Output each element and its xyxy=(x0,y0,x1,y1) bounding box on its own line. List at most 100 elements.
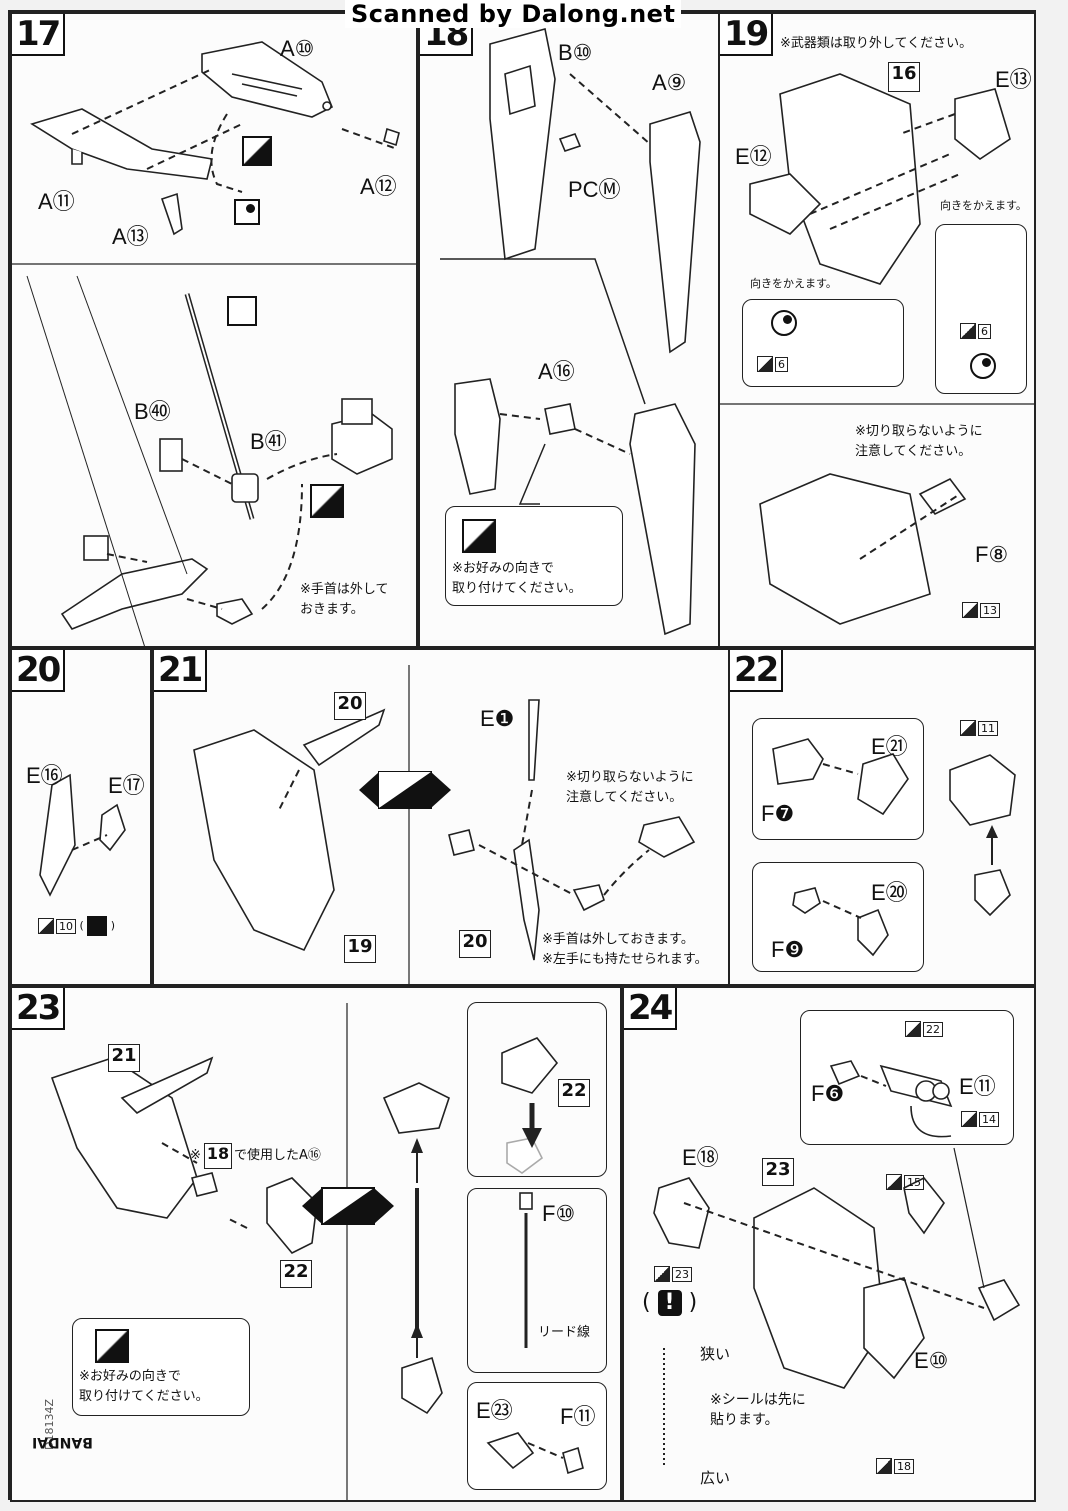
part-label-f6: F❻ xyxy=(811,1081,845,1106)
lead-wire-label: リード線 xyxy=(538,1325,591,1340)
sticker-ref: 23 xyxy=(654,1266,692,1282)
orientation-dot-icon xyxy=(234,199,260,225)
step-ref-23: 23 xyxy=(762,1158,794,1186)
step-19-drawing xyxy=(720,73,1034,625)
inset-bottom: E⑳ F❾ xyxy=(752,862,924,972)
part-label-e18: E⑱ xyxy=(682,1145,719,1170)
step-number: 23 xyxy=(12,988,66,1030)
orientation-note-bubble: ※お好みの向きで 取り付けてください。 xyxy=(72,1318,250,1416)
sticker-ref: 6 xyxy=(960,323,991,339)
step-23-note-b: ※お好みの向きで 取り付けてください。 xyxy=(79,1369,209,1404)
part-label-a9: A⑨ xyxy=(652,70,687,95)
step-21-panel: 21 20 19 20 E❶ xyxy=(152,648,730,986)
part-label-a11: A⑪ xyxy=(38,189,75,214)
step-ref-21: 21 xyxy=(108,1044,140,1072)
step-ref-20: 20 xyxy=(334,692,366,720)
step-23-drawing xyxy=(50,1003,559,1500)
part-label-b41: B㊶ xyxy=(250,429,287,454)
part-label-e11: E⑪ xyxy=(959,1074,996,1099)
step-19-note-top: ※武器類は取り外してください。 xyxy=(780,36,973,51)
part-label-e13: E⑬ xyxy=(995,67,1032,92)
part-label-b10: B⑩ xyxy=(558,40,593,65)
wide-label: 広い xyxy=(700,1469,731,1487)
step-20-panel: 20 E⑯ E⑰ 10 ( ) xyxy=(10,648,152,986)
part-label-a16: A⑯ xyxy=(538,359,575,384)
step-24-drawing xyxy=(653,1147,1021,1468)
inset-mid: F⑩ リード線 xyxy=(467,1188,607,1373)
part-label-a10: A⑩ xyxy=(280,36,315,61)
cut-icon xyxy=(95,1329,129,1363)
step-18-panel: 18 B⑩ A⑨ PCⓂ A⑯ ※お好みの向きで 取り付けてください。 xyxy=(418,12,720,648)
step-number: 20 xyxy=(12,650,66,692)
step-ref-19: 19 xyxy=(344,935,376,963)
cut-icon xyxy=(242,136,272,166)
sticker-ref: 22 xyxy=(905,1021,943,1037)
sticker-ref: 15 xyxy=(886,1174,924,1190)
step-18-drawing xyxy=(440,28,701,636)
caution-icon: ( ! ) xyxy=(642,1290,698,1316)
part-label-a12: A⑫ xyxy=(360,174,397,199)
step-22-panel: 22 E㉑ F❼ E⑳ F❾ 11 xyxy=(728,648,1036,986)
step-17-panel: 17 xyxy=(10,12,418,648)
part-label-a13: A⑬ xyxy=(112,224,149,249)
step-21-drawing xyxy=(193,665,696,984)
step-19-note-mid: ※切り取らないように 注意してください。 xyxy=(855,424,983,459)
step-ref-22: 22 xyxy=(280,1260,312,1288)
step-22-drawing xyxy=(949,754,1016,917)
step-17-note: ※手首は外して おきます。 xyxy=(300,582,389,617)
step-number: 22 xyxy=(730,650,784,692)
sticker-ref: 10 ( ) xyxy=(38,916,115,936)
part-label-e20: E⑳ xyxy=(871,880,908,905)
sticker-ref: 6 xyxy=(757,356,788,372)
part-label-f8: F⑧ xyxy=(975,542,1009,567)
step-number: 24 xyxy=(624,988,678,1030)
part-label-e1: E❶ xyxy=(480,706,515,731)
part-label-f11: F⑪ xyxy=(560,1404,596,1429)
inset-bottom: E㉓ F⑪ xyxy=(467,1382,607,1490)
step-19-panel: 19 ※武器類は取り外してください。 16 E⑬ E⑫ 向きをかえます。 向きを… xyxy=(718,12,1036,648)
part-label-b40: B㊵ xyxy=(134,399,171,424)
turn-note-right: 向きをかえます。 xyxy=(940,199,1027,212)
sticker-first-note: ※シールは先に 貼ります。 xyxy=(710,1392,806,1428)
step-number: 21 xyxy=(154,650,208,692)
sticker-ref: 14 xyxy=(961,1111,999,1127)
step-ref-18: 18 xyxy=(204,1143,232,1169)
part-label-e23: E㉓ xyxy=(476,1398,513,1423)
step-23-note-a-prefix: ※ xyxy=(190,1148,201,1163)
step-21-note-b: ※手首は外しておきます。 ※左手にも持たせられます。 xyxy=(542,932,708,967)
inset-top: 22 F❻ E⑪ 14 xyxy=(800,1010,1014,1145)
step-ref-22-b: 22 xyxy=(558,1079,590,1107)
sticker-ref: 13 xyxy=(962,602,1000,618)
step-ref-20-b: 20 xyxy=(459,930,491,958)
part-label-e17: E⑰ xyxy=(108,773,145,798)
part-label-f9: F❾ xyxy=(771,937,805,962)
step-18-note: ※お好みの向きで 取り付けてください。 xyxy=(452,561,582,596)
step-ref-16: 16 xyxy=(888,62,920,92)
step-number: 19 xyxy=(720,14,774,56)
part-label-e10: E⑩ xyxy=(914,1348,949,1373)
inset-right: 6 xyxy=(935,224,1027,394)
part-label-pcm: PCⓂ xyxy=(568,177,621,202)
step-21-note-a: ※切り取らないように 注意してください。 xyxy=(566,770,694,805)
inset-top: E㉑ F❼ xyxy=(752,718,924,840)
brand-logo: BANDAI xyxy=(32,1434,93,1450)
part-label-f10: F⑩ xyxy=(542,1201,576,1226)
step-20-drawing xyxy=(39,773,126,897)
step-23-note-a: で使用したA⑯ xyxy=(234,1148,321,1163)
part-label-e12: E⑫ xyxy=(735,144,772,169)
cut-icon xyxy=(462,519,496,553)
sticker-ref: 18 xyxy=(876,1458,914,1474)
narrow-label: 狭い xyxy=(700,1345,731,1363)
sticker-ref: 11 xyxy=(960,720,998,736)
scanner-credit: Scanned by Dalong.net xyxy=(345,0,682,28)
nipper-icon xyxy=(227,296,257,326)
part-label-f7: F❼ xyxy=(761,801,795,826)
inset-left: 6 xyxy=(742,299,904,387)
part-label-e16: E⑯ xyxy=(26,763,63,788)
orientation-dot-icon xyxy=(970,353,996,379)
instruction-page: 17 xyxy=(8,10,1036,1502)
inset-top: 22 xyxy=(467,1002,607,1177)
step-23-panel: 23 xyxy=(10,986,622,1502)
orientation-note-bubble: ※お好みの向きで 取り付けてください。 xyxy=(445,506,623,606)
step-24-panel: 24 22 F❻ E⑪ 14 xyxy=(622,986,1036,1502)
